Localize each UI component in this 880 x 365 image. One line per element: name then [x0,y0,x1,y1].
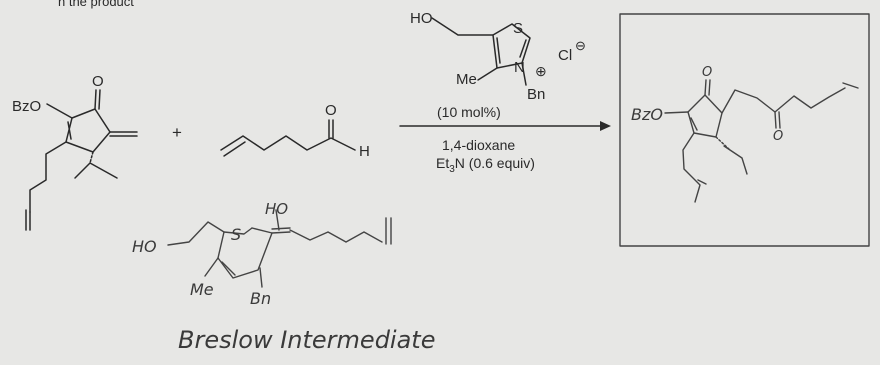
product-bzo-label: BzO [631,105,663,124]
breslow-methyl: Me [190,280,214,299]
reactant-cyclopentenone: BzO O [12,73,138,231]
product-structure: BzO O O [619,13,870,247]
header-fragment: n the product [58,0,134,9]
catalyst-sulfur: S [513,20,523,37]
breslow-ho-top: HO [265,200,288,218]
breslow-intermediate: HO S HO Me Bn Breslow Intermediate [132,200,435,354]
solvent-label: 1,4-dioxane [442,137,515,153]
ketone-oxygen: O [92,73,104,90]
catalyst-methyl: Me [456,71,477,88]
catalyst-nitrogen: N [514,59,525,76]
reactant-aldehyde: O H [220,102,370,160]
breslow-caption: Breslow Intermediate [178,326,435,354]
aldehyde-oxygen: O [325,102,337,119]
plus-sign: + [172,123,182,142]
counterion-charge: ⊖ [575,38,586,53]
aldehyde-hydrogen: H [359,143,370,160]
catalyst-ho-label: HO [410,10,433,27]
counterion-chloride: Cl [558,47,572,64]
product-ring-oxygen: O [702,65,712,80]
catalyst-n-charge: ⊕ [535,63,547,79]
catalyst-loading: (10 mol%) [437,104,501,120]
product-chain-oxygen: O [773,129,783,144]
reaction-arrow [399,121,611,131]
breslow-benzyl: Bn [250,289,271,308]
base-label: Et3N (0.6 equiv) [436,155,535,175]
catalyst-benzyl: Bn [527,86,545,103]
bzo-label: BzO [12,98,41,115]
product-box [619,13,870,247]
breslow-sulfur: S [231,225,241,244]
breslow-ho-left: HO [132,237,157,256]
thiazolium-catalyst: HO S N ⊕ Me Bn Cl ⊖ [410,10,586,103]
